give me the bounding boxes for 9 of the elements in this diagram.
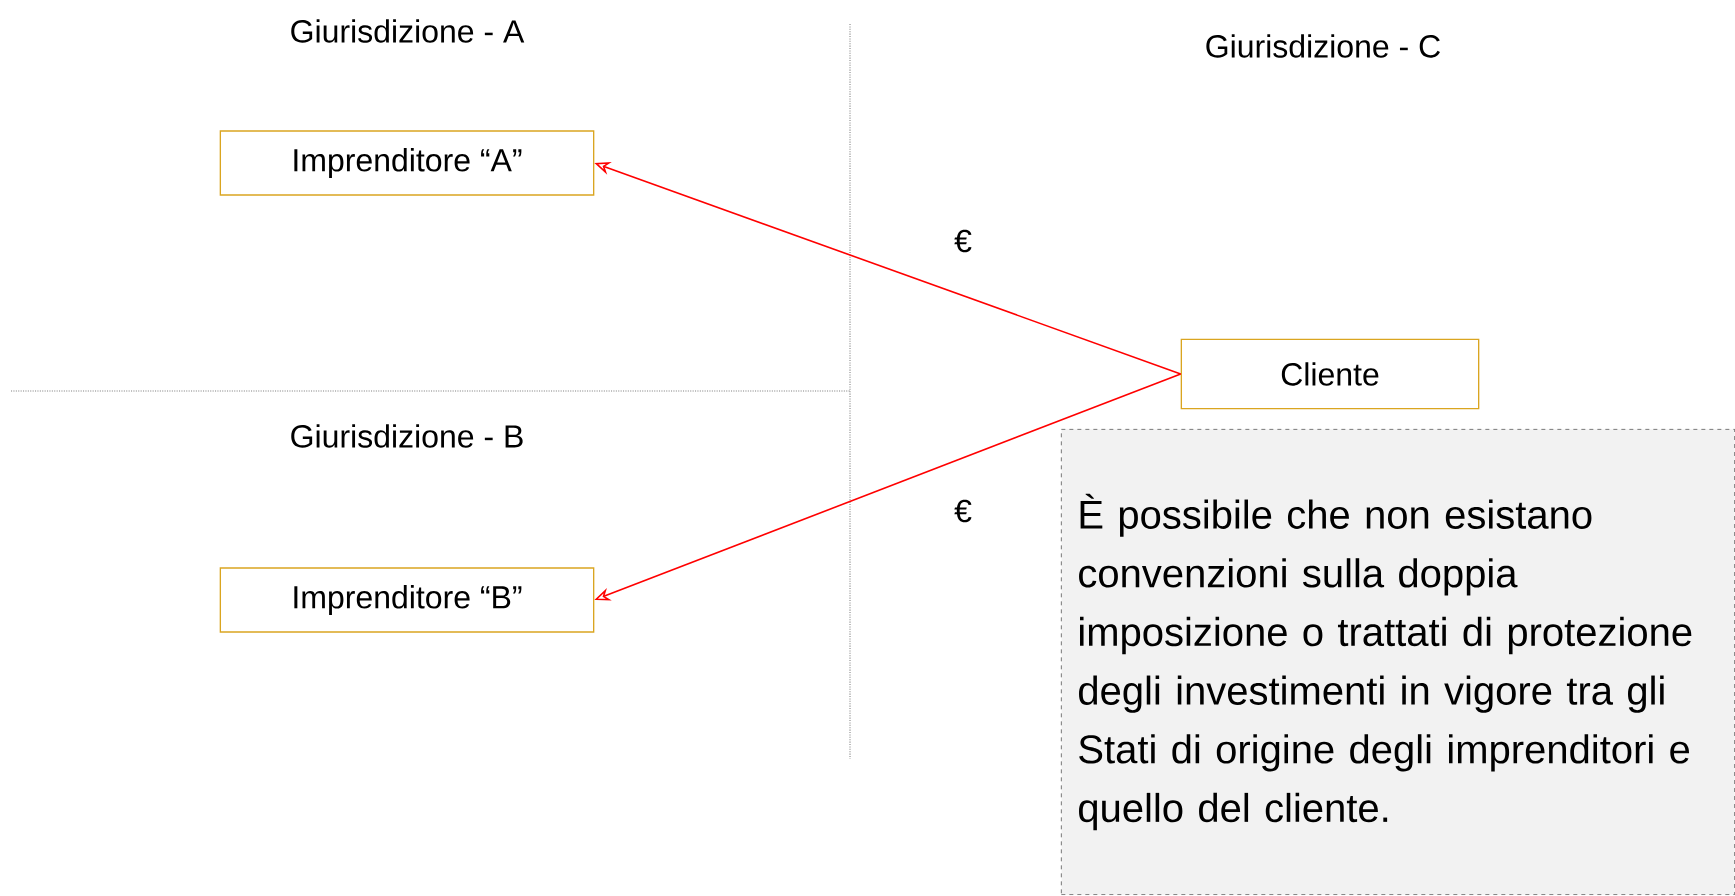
- process-box: Cliente: [1180, 338, 1480, 410]
- note-box: È possibile che non esistano convenzioni sulla doppia imposizione o trattati di protezione degli investimenti in vigore tra gli Stati di origine degli imprenditori e quello del cliente.: [1061, 429, 1735, 895]
- region-label: Giurisdizione - C: [1206, 34, 1440, 58]
- edge-label: €: [951, 227, 975, 255]
- region-label: Giurisdizione - B: [291, 424, 523, 448]
- region-label: Giurisdizione - A: [291, 19, 525, 43]
- process-box: Imprenditore “B”: [219, 567, 595, 633]
- process-box: Imprenditore “A”: [219, 130, 595, 196]
- edge-label: €: [951, 497, 975, 525]
